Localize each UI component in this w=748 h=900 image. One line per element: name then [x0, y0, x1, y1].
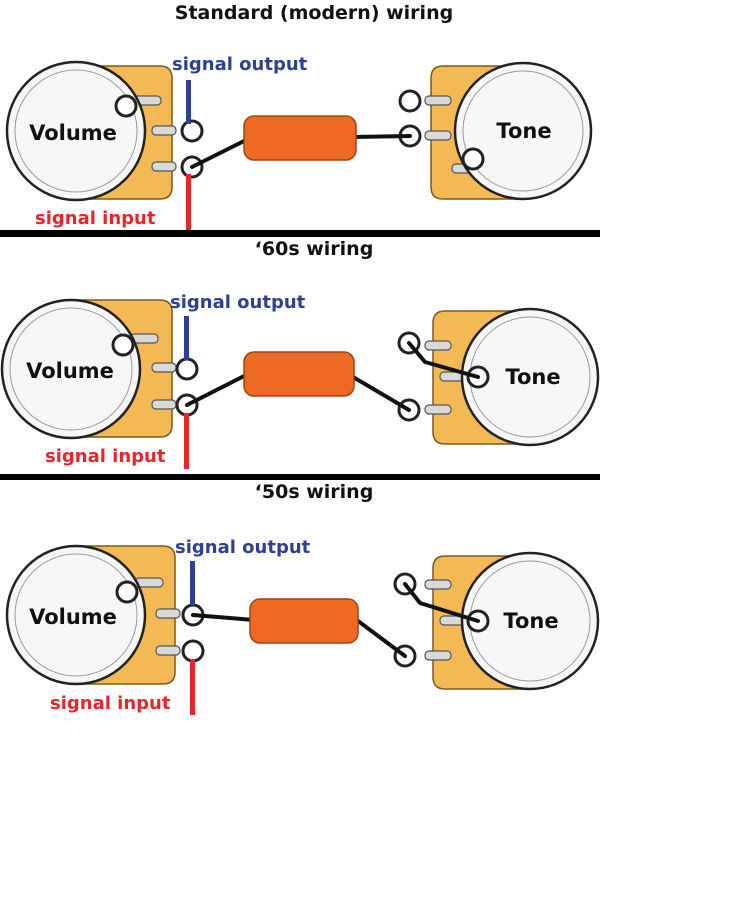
lug — [424, 95, 452, 106]
jumper-wire — [407, 341, 480, 379]
lug — [424, 340, 452, 351]
pot-face-inner — [9, 307, 133, 431]
pot-face-inner — [14, 69, 138, 193]
title-60s-wiring: ‘60s wiring — [255, 238, 374, 260]
lug — [151, 399, 177, 410]
wire — [346, 372, 411, 412]
section-50s: Volume Tone signal output signal input — [5, 537, 600, 715]
pot-face — [460, 551, 600, 691]
pot-face — [5, 544, 147, 686]
tone-label: Tone — [503, 609, 558, 633]
signal-input-label: signal input — [35, 208, 156, 229]
lug — [151, 125, 177, 136]
capacitor — [243, 115, 357, 161]
capacitor — [243, 351, 355, 397]
signal-input-wire — [184, 413, 189, 469]
tone-pot: Tone — [397, 307, 600, 447]
signal-input-wire — [190, 659, 195, 715]
volume-label: Volume — [26, 359, 114, 383]
pot-face-inner — [462, 70, 584, 192]
signal-output-label: signal output — [172, 54, 308, 75]
signal-output-wire — [184, 316, 189, 360]
lug — [151, 362, 177, 373]
section-60s: Volume Tone signal output signal input — [0, 292, 600, 469]
section-divider — [0, 474, 600, 480]
volume-pot: Volume — [5, 544, 205, 686]
lug-eye — [398, 89, 422, 113]
lug — [155, 608, 181, 619]
wire — [185, 372, 250, 407]
lug — [151, 161, 177, 172]
lug-eye — [175, 357, 199, 381]
pot-face — [0, 298, 142, 440]
signal-output-label: signal output — [170, 292, 306, 313]
section-standard: Volume Tone signal output signal input — [5, 54, 593, 230]
jumper-wire — [403, 582, 480, 623]
lug-eye — [181, 639, 205, 663]
signal-output-label: signal output — [175, 537, 311, 558]
lug-eye — [115, 580, 139, 604]
lug — [424, 130, 452, 141]
wire — [350, 134, 412, 139]
pot-face — [460, 307, 600, 447]
volume-label: Volume — [29, 605, 117, 629]
tone-label: Tone — [496, 119, 551, 143]
tone-pot: Tone — [398, 61, 593, 201]
tone-label: Tone — [505, 365, 560, 389]
pot-face — [5, 60, 147, 202]
lug-eye — [111, 333, 135, 357]
lug-eye — [114, 94, 138, 118]
wire — [352, 616, 407, 658]
lug — [424, 404, 452, 415]
lug — [424, 579, 452, 590]
tone-pot: Tone — [393, 551, 600, 691]
volume-pot: Volume — [5, 60, 204, 202]
signal-input-label: signal input — [50, 693, 171, 714]
lug — [155, 645, 181, 656]
title-50s-wiring: ‘50s wiring — [255, 481, 374, 503]
lug-eye — [461, 147, 485, 171]
pot-face — [453, 61, 593, 201]
title-standard-wiring: Standard (modern) wiring — [175, 2, 453, 24]
lug-eye — [180, 119, 204, 143]
signal-input-wire — [186, 174, 191, 230]
signal-output-wire — [186, 80, 191, 124]
signal-input-label: signal input — [45, 446, 166, 467]
signal-output-wire — [190, 561, 195, 605]
lug — [424, 650, 452, 661]
volume-pot: Volume — [0, 298, 199, 440]
capacitor — [249, 598, 359, 644]
pot-face-inner — [14, 553, 138, 677]
wire — [190, 135, 254, 169]
section-divider — [0, 230, 600, 237]
wire — [191, 613, 256, 622]
volume-label: Volume — [29, 121, 117, 145]
